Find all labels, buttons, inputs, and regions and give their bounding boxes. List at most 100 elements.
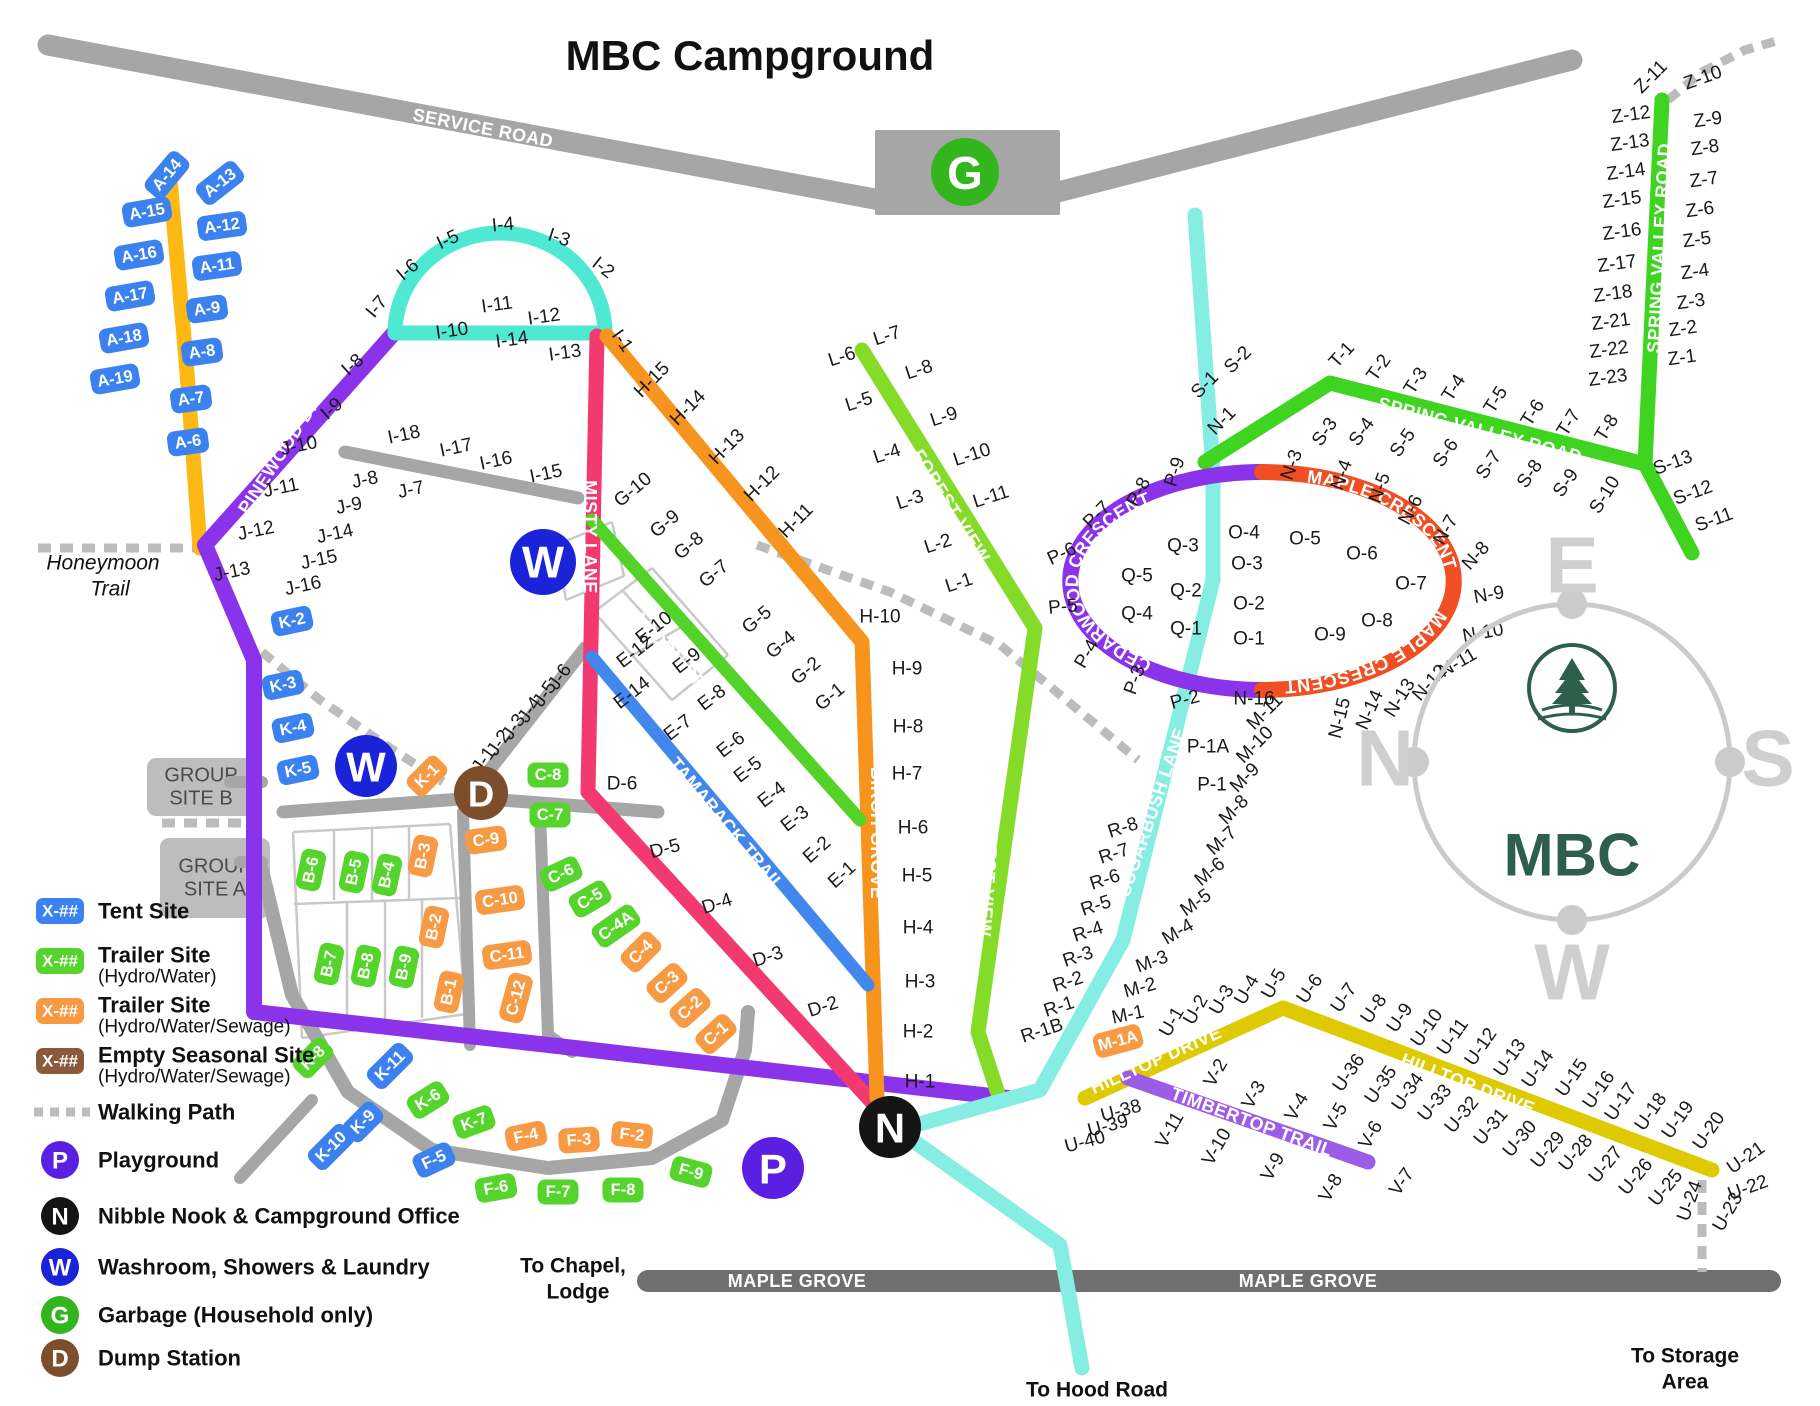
site-label-L-8: L-8	[903, 356, 936, 384]
site-B-6-pill	[295, 848, 327, 892]
site-label-O-1: O-1	[1233, 629, 1265, 650]
site-K-4: K-4	[271, 712, 315, 744]
road-trillium-circle	[387, 225, 613, 341]
site-label-H-2: H-2	[903, 1022, 934, 1043]
site-label-G-4: G-4	[762, 627, 800, 664]
caption: Lodge	[547, 1281, 610, 1304]
site-label-S-10: S-10	[1585, 472, 1624, 517]
road-service-road-east	[1047, 49, 1583, 203]
legend-icon-P	[41, 1141, 79, 1179]
site-boundary	[293, 896, 461, 906]
site-label-T-4: T-4	[1438, 370, 1471, 405]
legend-icon-N	[41, 1197, 79, 1235]
site-K-4-text: K-4	[278, 716, 309, 739]
site-C-1: C-1	[695, 1014, 737, 1054]
site-A-13-pill	[196, 161, 244, 205]
site-label-Z-12: Z-12	[1610, 102, 1652, 128]
site-label-Z-1: Z-1	[1666, 346, 1697, 371]
caption: Area	[1662, 1371, 1709, 1394]
site-label-G-10: G-10	[610, 468, 656, 511]
site-K-2-text: K-2	[277, 609, 307, 632]
legend-icon-letter: D	[51, 1346, 68, 1373]
site-B-3-text: B-3	[411, 841, 434, 871]
site-F-7: F-7	[537, 1179, 579, 1205]
site-label-I-7: I-7	[362, 292, 392, 322]
pinewood-d-path	[259, 648, 446, 786]
site-label-M-8: M-8	[1215, 791, 1253, 829]
site-C-11-text: C-11	[488, 944, 525, 967]
site-B-1-pill	[433, 970, 465, 1014]
site-label-E-2: E-2	[799, 832, 835, 867]
site-label-M-6: M-6	[1191, 853, 1230, 890]
site-label-Q-2: Q-2	[1170, 581, 1202, 602]
site-label-E-6: E-6	[713, 728, 749, 763]
site-B-7-pill	[313, 942, 345, 986]
site-label-I-4: I-4	[491, 214, 515, 237]
road-hood-road	[890, 1122, 1090, 1376]
site-A-14-pill	[144, 151, 190, 199]
compass-dot	[1399, 747, 1429, 777]
compass-dot	[1715, 747, 1745, 777]
compass-letter-N: N	[1356, 714, 1414, 803]
site-A-18: A-18	[98, 322, 150, 354]
site-A-14: A-14	[144, 151, 190, 199]
legend-label-trailer_hw: Trailer Site	[98, 943, 211, 968]
site-B-9-pill	[388, 945, 420, 989]
legend-label-seasonal: Empty Seasonal Site	[98, 1043, 314, 1068]
site-label-T-2: T-2	[1363, 351, 1396, 386]
site-label-H-7: H-7	[892, 764, 923, 785]
washroom-1-icon: W	[510, 529, 576, 595]
site-M-1A-pill	[1092, 1024, 1144, 1058]
site-label-L-11: L-11	[970, 481, 1011, 512]
site-label-L-4: L-4	[871, 440, 904, 469]
site-K-10-pill	[307, 1123, 355, 1171]
site-B-4-text: B-4	[375, 859, 398, 890]
site-label-T-8: T-8	[1591, 411, 1623, 445]
site-A-15: A-15	[121, 196, 173, 228]
site-label-Z-6: Z-6	[1684, 198, 1715, 223]
site-B-9-text: B-9	[392, 952, 415, 982]
legend-sublabel-seasonal: (Hydro/Water/Sewage)	[98, 1067, 291, 1088]
site-K-8-pill	[292, 1037, 334, 1079]
site-F-3-pill	[558, 1126, 600, 1154]
site-F-5-pill	[412, 1142, 456, 1178]
site-C-4A-pill	[591, 904, 641, 948]
site-B-6: B-6	[295, 848, 327, 892]
site-label-L-6: L-6	[826, 343, 859, 371]
site-label-E-3: E-3	[777, 802, 813, 837]
site-label-G-8: G-8	[670, 528, 708, 564]
site-C-9-text: C-9	[472, 829, 501, 851]
road-service-road-west	[37, 34, 891, 211]
nibble-nook-icon: N	[859, 1096, 921, 1158]
site-label-O-4: O-4	[1228, 523, 1260, 544]
site-A-6-text: A-6	[174, 431, 203, 453]
site-label-Z-23: Z-23	[1587, 365, 1629, 391]
site-label-M-1: M-1	[1110, 1001, 1146, 1028]
legend-pill-tent	[36, 898, 84, 924]
site-label-O-8: O-8	[1361, 611, 1393, 632]
site-label-L-2: L-2	[922, 530, 955, 558]
site-label-I-13: I-13	[547, 340, 582, 365]
site-label-N-9: N-9	[1472, 582, 1506, 608]
site-label-Z-16: Z-16	[1601, 219, 1643, 245]
site-A-19-pill	[89, 363, 141, 395]
compass-letter-W: W	[1534, 928, 1610, 1017]
site-label-H-5: H-5	[902, 866, 933, 887]
site-label-G-5: G-5	[738, 602, 776, 638]
site-label-Z-4: Z-4	[1679, 260, 1711, 285]
site-label-E-1: E-1	[824, 857, 860, 892]
road-hilltop-drive	[1077, 1000, 1720, 1178]
site-boundary	[621, 589, 701, 677]
site-B-7-text: B-7	[317, 949, 340, 979]
site-F-3-text: F-3	[566, 1130, 592, 1150]
compass-dot	[1557, 589, 1587, 619]
site-label-Z-3: Z-3	[1675, 290, 1706, 315]
site-A-9-text: A-9	[193, 298, 222, 320]
playground-icon: P	[742, 1137, 804, 1199]
group-site-a-label: GROUP	[178, 856, 251, 878]
site-B-8-text: B-8	[354, 951, 377, 981]
site-label-I-11: I-11	[480, 292, 514, 317]
